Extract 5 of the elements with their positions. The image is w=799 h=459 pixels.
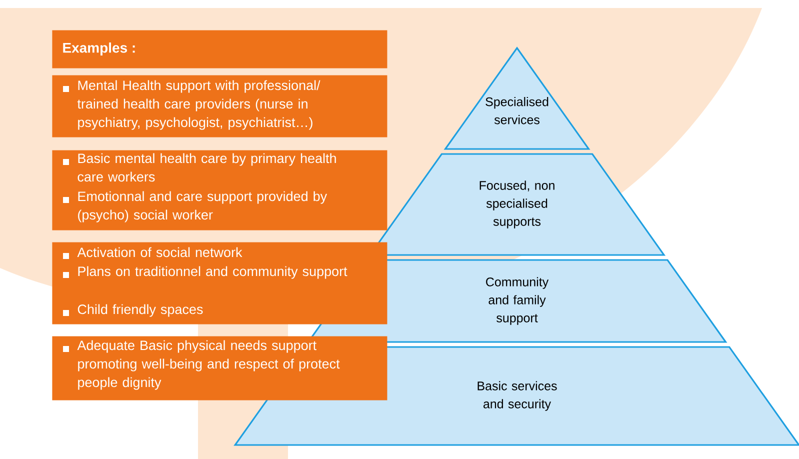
heading-box: Examples : bbox=[52, 30, 388, 68]
example-box: Activation of social network Plans on traditionnel and community support Child friendly spaces bbox=[52, 242, 388, 324]
example-box: Adequate Basic physical needs support promoting well-being and respect of protect people dignity bbox=[52, 336, 388, 400]
example-box: Mental Health support with professional/ trained health care providers (nurse in psychiatry, psychologist, psychiatrist…) bbox=[52, 75, 388, 138]
example-box: Basic mental health care by primary health care workers Emotionnal and care support provided by (psycho) social worker bbox=[52, 150, 388, 230]
